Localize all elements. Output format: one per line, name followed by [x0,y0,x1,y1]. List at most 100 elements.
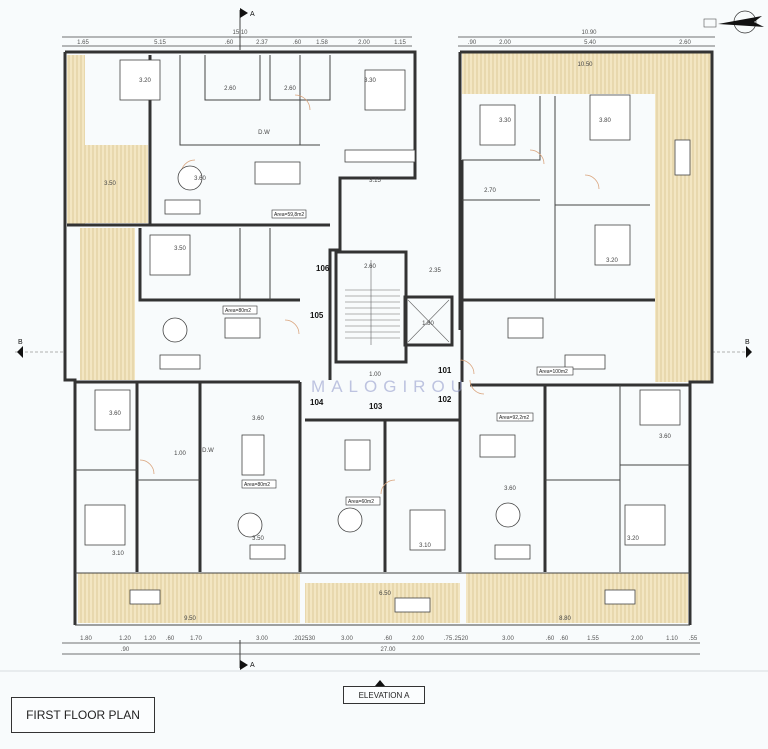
dining-table [344,439,371,471]
svg-text:2.00: 2.00 [499,40,511,46]
area-label: Area=92,2m2 [499,415,529,421]
svg-text:.90: .90 [468,40,477,46]
svg-text:6.50: 6.50 [379,591,391,597]
svg-text:.60: .60 [225,40,234,46]
bed [94,389,131,431]
sofa [494,544,531,560]
apartment-numbers: 101 102 103 104 105 106 [310,264,452,411]
svg-text:D.W: D.W [202,448,214,454]
area-label: Area=80m2 [225,308,251,314]
balcony-right-top [462,52,712,94]
balcony-left-upper [67,55,85,225]
svg-text:.20: .20 [460,636,469,642]
dining-table [241,434,265,476]
bed [364,69,406,111]
svg-text:.20: .20 [293,636,302,642]
balcony-bottom-right [466,573,688,623]
svg-text:1.10: 1.10 [666,636,678,642]
balcony-bottom-left [78,573,300,623]
dining-table [674,139,691,176]
svg-text:.75: .75 [444,636,453,642]
svg-text:.30: .30 [307,636,316,642]
room-labels: 3.20 3.30 2.60 2.60 3.60 3.15 3.50 3.50 … [104,62,671,622]
dining-table [224,317,261,339]
svg-text:2.00: 2.00 [358,40,370,46]
bed [119,59,161,101]
drawing-title: FIRST FLOOR PLAN [11,697,155,733]
svg-text:.90: .90 [121,647,130,653]
svg-text:1.20: 1.20 [119,636,131,642]
svg-text:3.50: 3.50 [104,181,116,187]
svg-text:3.00: 3.00 [502,636,514,642]
dining-table [129,589,161,605]
svg-text:D.W: D.W [258,130,270,136]
dining-table [507,317,544,339]
elevation-label: ELEVATION A [343,686,425,704]
svg-text:2.60: 2.60 [364,264,376,270]
svg-text:3.60: 3.60 [659,434,671,440]
svg-text:.25: .25 [453,636,462,642]
svg-text:3.50: 3.50 [174,246,186,252]
svg-text:B: B [745,339,750,346]
svg-text:.60: .60 [384,636,393,642]
svg-text:2.00: 2.00 [631,636,643,642]
area-tags: Area=59,8m2 Area=80m2 Area=100m2 Area=80… [222,209,574,506]
svg-text:3.30: 3.30 [364,78,376,84]
svg-text:27.00: 27.00 [380,647,396,653]
svg-text:3.30: 3.30 [499,118,511,124]
section-marker-right: B [712,339,752,358]
apartment-101: 101 [438,366,452,375]
apartment-102: 102 [438,395,452,404]
watermark-logo: MALOGIROU [311,377,469,396]
svg-text:.60: .60 [293,40,302,46]
balcony-left-upper-b [85,145,148,223]
bed [639,389,681,426]
svg-text:2.37: 2.37 [256,40,268,46]
balcony-left-middle [80,228,135,380]
svg-text:1.80: 1.80 [422,321,434,327]
svg-text:1.80: 1.80 [80,636,92,642]
sofa [164,199,201,215]
exterior-walls [63,50,714,626]
area-label: Area=80m2 [244,482,270,488]
svg-text:8.80: 8.80 [559,616,571,622]
svg-text:3.15: 3.15 [369,178,381,184]
svg-text:1.00: 1.00 [174,451,186,457]
svg-text:A: A [250,11,255,18]
area-label: Area=60m2 [348,499,374,505]
svg-text:5.15: 5.15 [154,40,166,46]
svg-text:.25: .25 [300,636,309,642]
balcony-bottom-middle [305,583,460,623]
svg-text:3.10: 3.10 [419,543,431,549]
section-marker-bottom: A [239,640,255,670]
svg-text:1.55: 1.55 [587,636,599,642]
section-marker-left: B [15,339,65,358]
dining-table [394,597,431,613]
svg-text:1.00: 1.00 [369,372,381,378]
area-label: Area=100m2 [539,369,568,375]
svg-text:1.65: 1.65 [77,40,89,46]
svg-text:3.60: 3.60 [194,176,206,182]
rug [237,512,263,538]
bottom-dimensions: 1.80 1.20 1.20 .60 1.70 3.00 .20 .25 .30… [62,636,700,655]
sofa [564,354,606,370]
svg-text:10.50: 10.50 [577,62,593,68]
svg-text:10.90: 10.90 [581,30,597,36]
svg-text:3.20: 3.20 [606,258,618,264]
apartment-103: 103 [369,402,383,411]
svg-text:3.00: 3.00 [341,636,353,642]
north-arrow-icon [703,10,764,34]
svg-text:3.00: 3.00 [256,636,268,642]
svg-text:.60: .60 [560,636,569,642]
rug [495,502,521,528]
svg-text:3.60: 3.60 [252,416,264,422]
area-label: Area=59,8m2 [274,212,304,218]
svg-text:3.80: 3.80 [599,118,611,124]
section-marker-top: A [239,8,255,50]
sofa [249,544,286,560]
rug [162,317,188,343]
elevation-marker-icon [375,680,385,686]
apartment-106: 106 [316,264,330,273]
elevator-shaft [403,295,454,347]
bed [409,509,446,551]
